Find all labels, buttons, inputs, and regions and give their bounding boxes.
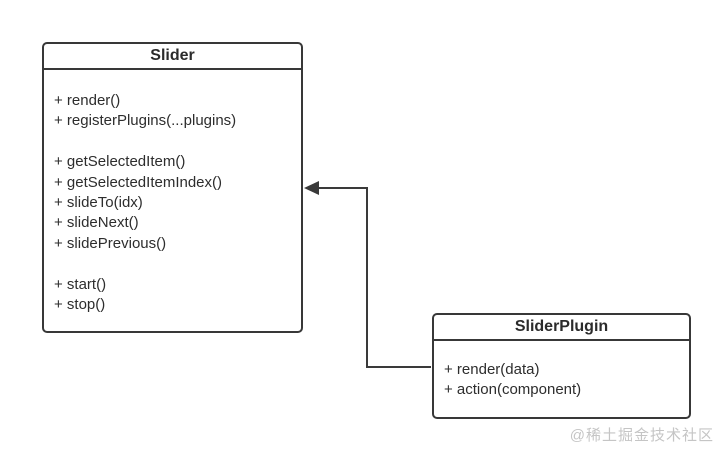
blank-line [54, 132, 295, 152]
method-line: + start() [54, 275, 107, 293]
method-line: + action(component) [444, 381, 582, 399]
method-line: + render() [54, 92, 121, 109]
slider-class-title: Slider [44, 44, 301, 70]
arrowhead-icon [304, 181, 319, 195]
method-line: + render(data) [444, 361, 540, 378]
slider-class-box: Slider + render() + registerPlugins(...p… [42, 42, 303, 333]
blank-line [54, 254, 295, 274]
method-line: + slidePrevious() [54, 234, 167, 252]
method-line: + slideTo(idx) [54, 193, 143, 211]
slider-plugin-class-methods: + render(data) + action(component) [434, 341, 689, 401]
method-line: + getSelectedItem() [54, 153, 186, 171]
slider-class-methods: + render() + registerPlugins(...plugins)… [44, 70, 301, 315]
method-line: + registerPlugins(...plugins) [54, 112, 237, 130]
slider-plugin-class-box: SliderPlugin + render(data) + action(com… [432, 313, 691, 419]
method-line: + slideNext() [54, 214, 139, 232]
slider-plugin-class-title: SliderPlugin [434, 315, 689, 341]
association-line [316, 187, 431, 368]
method-line: + stop() [54, 295, 106, 313]
method-line: + getSelectedItemIndex() [54, 173, 223, 191]
watermark: @稀土掘金技术社区 [569, 427, 714, 444]
